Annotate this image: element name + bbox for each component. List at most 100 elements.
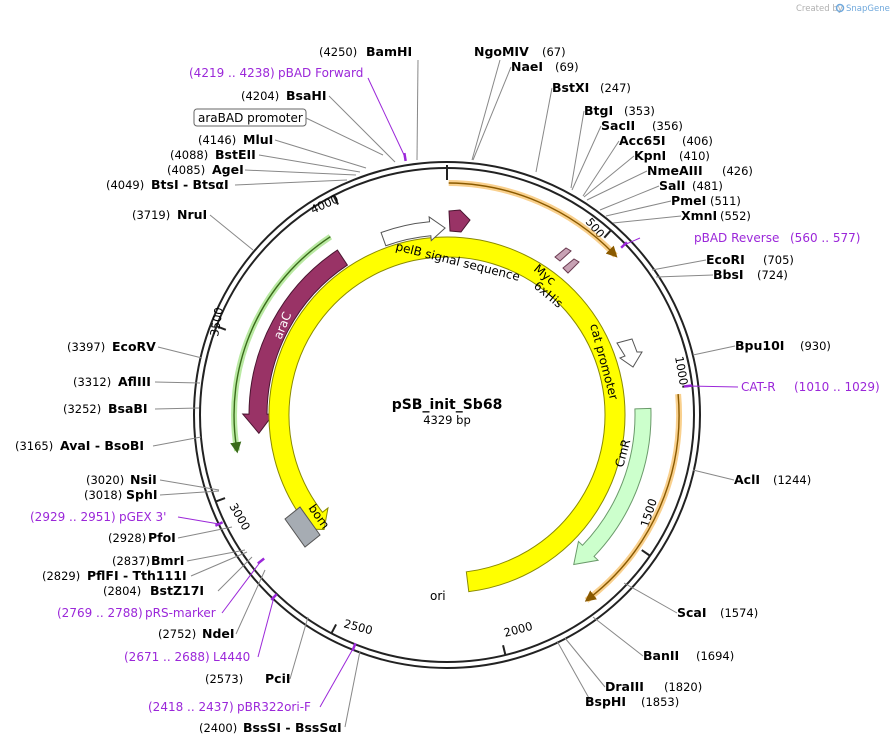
enzyme-position-bamhi: (4250)	[319, 45, 357, 59]
primer-range-cat-r: (1010 .. 1029)	[794, 380, 880, 394]
enzyme-leader-line	[570, 110, 585, 189]
enzyme-leader-line	[328, 95, 396, 163]
primer-label-cat-r: CAT-R	[741, 380, 776, 394]
enzyme-leader-line	[258, 154, 361, 173]
primer-label-pbad-forward: pBAD Forward	[278, 66, 363, 80]
enzyme-leader-line	[209, 214, 254, 251]
his-tag-feature	[562, 258, 580, 274]
enzyme-label-bmri: BmrI	[151, 553, 184, 568]
primer-site-marker	[403, 152, 407, 162]
enzyme-leader-line	[583, 155, 635, 198]
enzyme-label-bsphi: BspHI	[585, 694, 626, 709]
enzyme-leader-line	[535, 87, 553, 173]
enzyme-position-bsssi: (2400)	[199, 721, 237, 735]
enzyme-leader-line	[217, 556, 253, 592]
credit-text: Created by	[796, 4, 843, 14]
enzyme-leader-line	[651, 259, 707, 271]
primer-range-prs-marker: (2769 .. 2788)	[57, 606, 143, 620]
primer-label-prs-marker: pRS-marker	[145, 606, 216, 620]
tick-label: 2500	[342, 616, 374, 637]
enzyme-label-ndei: NdeI	[202, 626, 235, 641]
enzyme-leader-line	[152, 436, 202, 447]
credit-brand: SnapGene	[846, 4, 890, 14]
enzyme-position-scai: (1574)	[720, 606, 758, 620]
enzyme-label-bbsi: BbsI	[713, 267, 744, 282]
tick-label: 2000	[502, 619, 534, 640]
tick-label: 3000	[226, 501, 253, 533]
enzyme-leader-line	[416, 59, 419, 161]
enzyme-position-bstz17i: (2804)	[103, 584, 141, 598]
enzyme-position-bsphi: (1853)	[641, 695, 679, 709]
orf-top-right-line	[448, 182, 618, 258]
enzyme-label-acli: AclI	[734, 472, 760, 487]
primer-leader-line	[687, 385, 739, 388]
enzyme-leader-line	[556, 640, 591, 701]
enzyme-leader-line	[592, 616, 644, 657]
primer-site-marker	[620, 241, 628, 249]
enzyme-label-sphi: SphI	[126, 487, 158, 502]
enzyme-position-btgi: (353)	[624, 104, 655, 118]
enzyme-leader-line	[582, 140, 620, 197]
enzyme-label-acc65i: Acc65I	[619, 133, 666, 148]
enzyme-label-avai: AvaI - BsoBI	[60, 438, 144, 453]
enzyme-leader-line	[692, 345, 736, 356]
tick-mark	[502, 645, 507, 656]
enzyme-leader-line	[159, 479, 220, 491]
primer-label-pbad-reverse: pBAD Reverse	[694, 231, 779, 245]
enzyme-label-ecorv: EcoRV	[112, 339, 156, 354]
enzyme-label-arui: NruI	[177, 207, 207, 222]
enzyme-label-pfoi: PfoI	[148, 530, 176, 545]
enzyme-leader-line	[564, 637, 606, 688]
plasmid-name: pSB_init_Sb68	[392, 397, 503, 413]
primer-leader-line	[319, 646, 355, 708]
enzyme-leader-line	[344, 650, 361, 728]
tick-mark	[215, 497, 226, 503]
enzyme-position-naei: (69)	[555, 60, 579, 74]
enzyme-label-sacii: SacII	[601, 118, 635, 133]
enzyme-position-sali: (481)	[692, 179, 723, 193]
enzyme-label-nsii: NsiI	[130, 472, 157, 487]
enzyme-position-pfoi: (2928)	[108, 531, 146, 545]
enzyme-leader-line	[177, 526, 233, 539]
ori-label: ori	[430, 589, 446, 603]
tick-mark	[330, 623, 337, 634]
enzyme-position-ecorv: (3397)	[67, 340, 105, 354]
enzyme-position-acli: (1244)	[773, 473, 811, 487]
enzyme-position-xmni: (552)	[720, 209, 751, 223]
primer-leader-line	[257, 596, 275, 658]
enzyme-position-btsi: (4049)	[106, 178, 144, 192]
enzyme-label-bstxi: BstXI	[552, 80, 589, 95]
tick-label: 4000	[308, 192, 340, 217]
enzyme-label-draiii: DraIII	[605, 679, 644, 694]
enzyme-position-kpni: (410)	[679, 149, 710, 163]
cat-promoter-feature	[616, 338, 643, 368]
enzyme-leader-line	[190, 551, 248, 577]
enzyme-label-sali: SalI	[659, 178, 685, 193]
features	[230, 180, 683, 603]
primer-site-marker	[351, 642, 357, 652]
primer-site-marker	[214, 521, 224, 527]
arabad-promoter-label-box	[193, 108, 307, 127]
primer-range-pgex3: (2929 .. 2951)	[30, 510, 116, 524]
enzyme-label-bsssi: BssSI - BssSαI	[243, 720, 342, 735]
enzyme-position-ndei: (2752)	[158, 627, 196, 641]
tick-mark	[216, 325, 227, 331]
arabad-leader	[305, 117, 384, 156]
enzyme-position-bmri: (2837)	[112, 554, 150, 568]
enzyme-label-kpni: KpnI	[634, 148, 666, 163]
enzyme-leader-line	[154, 381, 201, 384]
primer-range-l4440: (2671 .. 2688)	[124, 650, 210, 664]
enzyme-label-nmeaiii: NmeAIII	[647, 163, 703, 178]
primer-range-pbad-forward: (4219 .. 4238)	[189, 66, 275, 80]
snapgene-credit: Created by SnapGene	[796, 3, 890, 14]
enzyme-label-pflfi: PflFI - Tth111I	[87, 568, 187, 583]
arabad-promoter-label: araBAD promoter	[198, 111, 303, 125]
orf-right-line	[584, 394, 680, 602]
enzyme-leader-line	[612, 215, 682, 224]
orf-left-line	[230, 236, 331, 454]
enzyme-position-agei: (4085)	[167, 163, 205, 177]
primer-site-marker	[257, 557, 265, 565]
enzyme-position-ecori: (705)	[763, 253, 794, 267]
tick-mark	[332, 195, 339, 205]
